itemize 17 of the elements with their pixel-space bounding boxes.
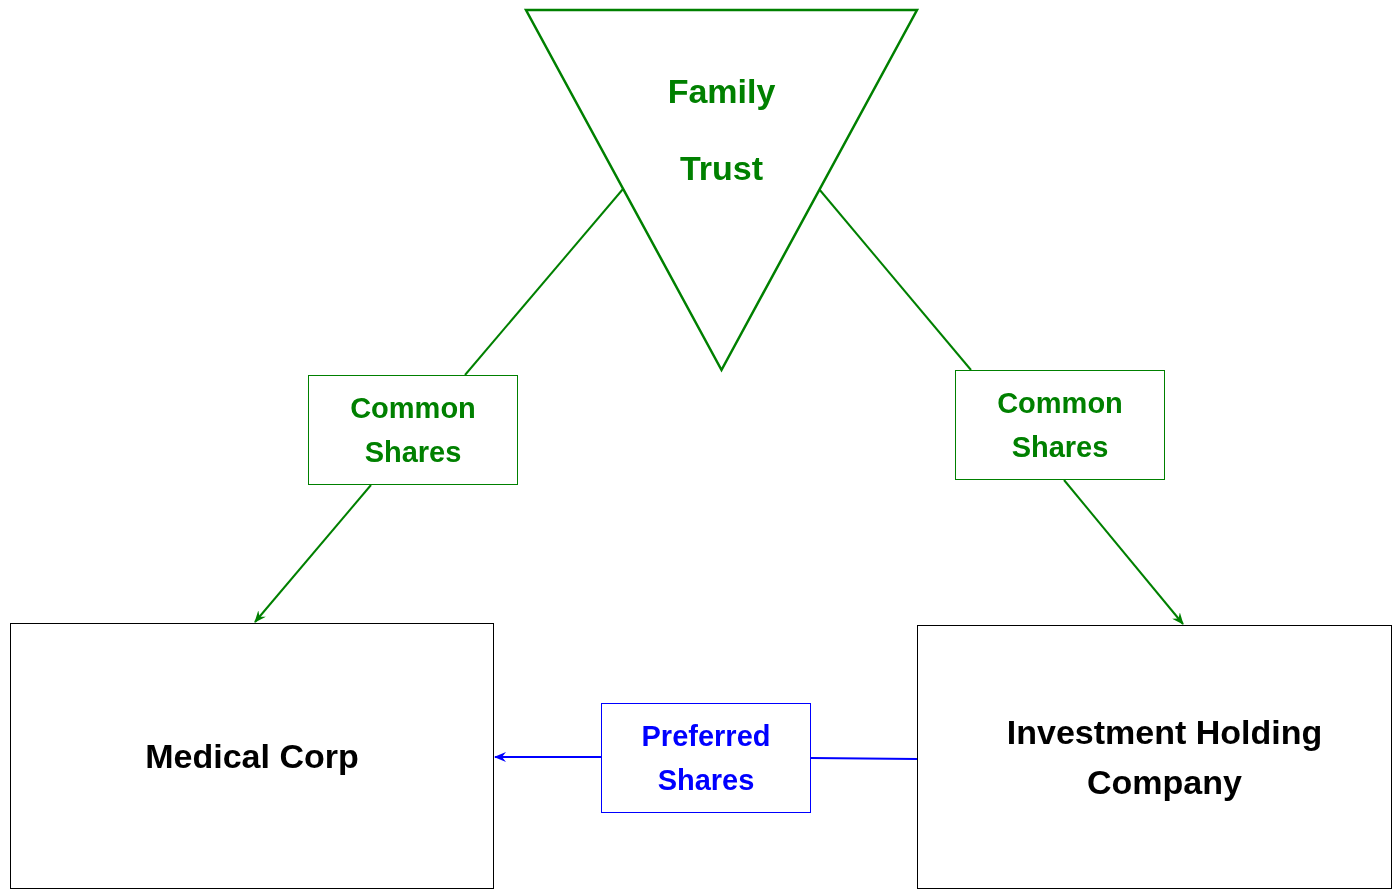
node-label: Common Shares — [349, 391, 477, 470]
arrow — [254, 484, 372, 623]
arrow — [494, 752, 602, 762]
share-class-box — [601, 703, 811, 813]
connector-line — [818, 188, 972, 371]
node-label: Family Trust — [666, 71, 777, 189]
entity-box — [917, 625, 1392, 889]
node-label: Medical Corp — [145, 736, 359, 777]
node-label: Investment Holding Company — [1005, 712, 1324, 803]
share-class-box — [955, 370, 1165, 480]
arrow — [1063, 479, 1184, 625]
node-label: Preferred Shares — [640, 719, 772, 798]
connector-line — [810, 757, 918, 760]
connector-line — [464, 188, 624, 376]
entity-box — [10, 623, 494, 889]
share-class-box — [308, 375, 518, 485]
node-label: Common Shares — [996, 386, 1124, 465]
